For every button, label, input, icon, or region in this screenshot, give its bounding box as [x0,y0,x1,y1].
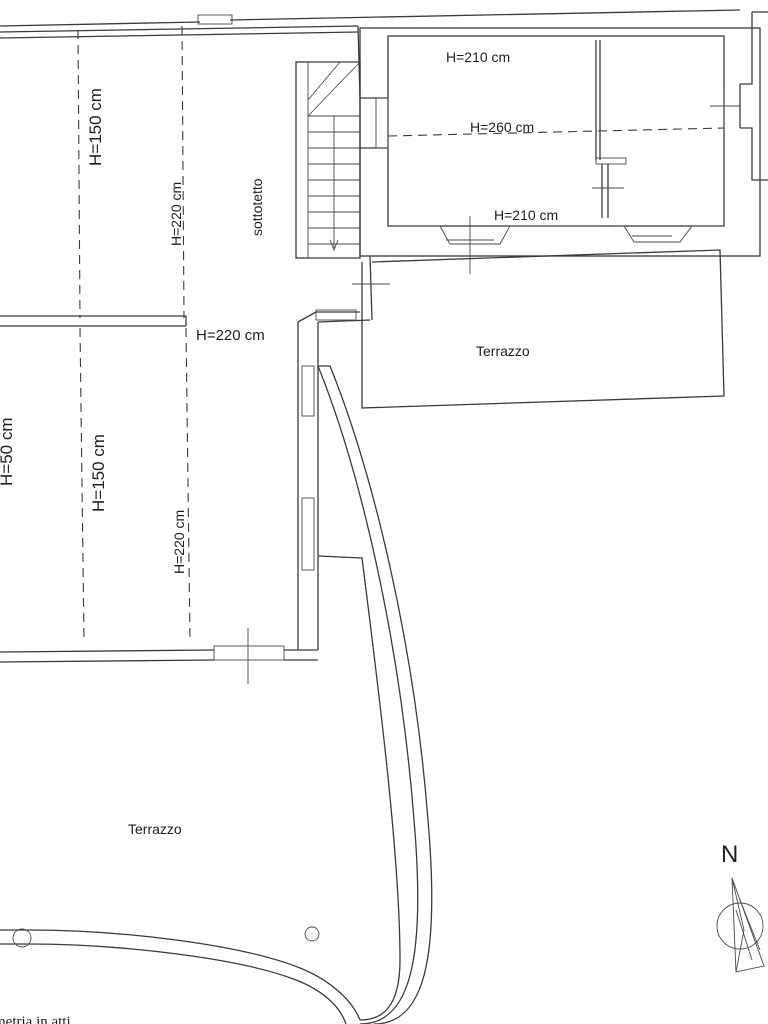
label-left-bottom-h50: H=50 cm [0,418,16,487]
north-arrow-icon [716,877,765,973]
label-terrace-bottom: Terrazzo [128,821,182,837]
footer-note: metria in atti [0,1014,71,1024]
label-left-top-h220: H=220 cm [168,182,184,246]
left-building-walls [0,25,371,663]
label-mid-h220: H=220 cm [196,327,265,344]
label-right-top-h210: H=210 cm [446,49,510,65]
label-left-bottom-h220: H=220 cm [171,510,187,574]
terrace-right-outline [352,249,725,409]
label-left-bottom-h150: H=150 cm [89,434,108,512]
label-right-mid-h260: H=260 cm [470,119,534,135]
staircase [295,61,361,259]
terrace-bottom-outline [0,365,433,1024]
label-terrace-right: Terrazzo [476,343,530,359]
label-left-top-h150: H=150 cm [86,88,105,166]
top-boundary [0,9,741,27]
label-attic: sottotetto [249,178,265,236]
label-north: N [721,841,738,868]
left-headroom-dashes [77,25,191,641]
label-right-low-h210: H=210 cm [494,207,558,223]
right-building-walls [359,11,768,274]
